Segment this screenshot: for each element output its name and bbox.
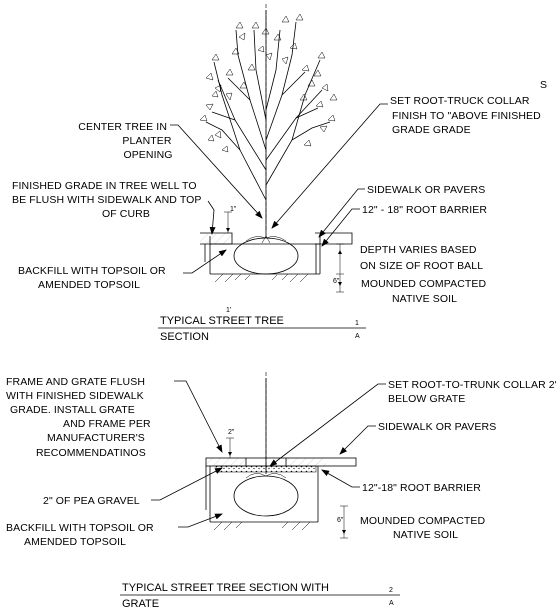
detail-ref-sheet-2: A xyxy=(389,600,394,607)
frame-label-5: MANUFACTURER'S xyxy=(47,432,145,444)
sidewalk2-label: SIDEWALK OR PAVERS xyxy=(378,421,496,433)
collar-label-3: GRADE GRADE xyxy=(392,124,471,136)
title-block-1: TYPICAL STREET TREE SECTION 1 A xyxy=(158,315,366,343)
detail-ref-number-1: 1 xyxy=(355,320,359,327)
finished-grade-label-2: BE FLUSH WITH SIDEWALK AND TOP xyxy=(12,194,202,206)
sidewalk-label: SIDEWALK OR PAVERS xyxy=(367,184,485,196)
detail-title-2-line-1: TYPICAL STREET TREE SECTION WITH xyxy=(122,582,329,594)
mounded2-label-1: MOUNDED COMPACTED xyxy=(360,515,485,527)
mounded2-label-2: NATIVE SOIL xyxy=(393,529,458,541)
pea-gravel-label: 2" OF PEA GRAVEL xyxy=(43,495,140,507)
detail-1: S CENTER TREE IN PLANTER OPENING SET ROO… xyxy=(12,4,547,343)
finished-grade-label-1: FINISHED GRADE IN TREE WELL TO xyxy=(12,180,197,192)
dim-under-1: 1' xyxy=(226,307,231,314)
tree-well-section-2 xyxy=(205,372,357,539)
frame-label-1: FRAME AND GRATE FLUSH xyxy=(6,376,145,388)
detail-ref-sheet-1: A xyxy=(355,333,360,340)
dim-top-1: 1" xyxy=(230,206,237,213)
detail-title-1-line-1: TYPICAL STREET TREE xyxy=(160,315,284,327)
labels-1: S CENTER TREE IN PLANTER OPENING SET ROO… xyxy=(12,79,547,314)
sheet-mark: S xyxy=(540,79,547,91)
tree-graphic xyxy=(199,4,338,238)
root-barrier-label: 12" - 18" ROOT BARRIER xyxy=(362,204,487,216)
dim-bottom-1: 6" xyxy=(333,278,340,285)
frame-label-4: AND FRAME PER xyxy=(63,418,151,430)
frame-label-6: RECOMMENDATINOS xyxy=(36,447,146,459)
center-tree-label-1: CENTER TREE IN xyxy=(78,121,167,133)
mounded-label-2: NATIVE SOIL xyxy=(392,293,457,305)
finished-grade-label-3: OF CURB xyxy=(102,208,150,220)
tree-leaves xyxy=(199,13,338,153)
backfill2-label-1: BACKFILL WITH TOPSOIL OR xyxy=(6,522,154,534)
backfill2-label-2: AMENDED TOPSOIL xyxy=(24,536,126,548)
backfill-label-2: AMENDED TOPSOIL xyxy=(38,279,140,291)
title-block-2: TYPICAL STREET TREE SECTION WITH GRATE 2… xyxy=(120,582,400,610)
leaders-2 xyxy=(151,380,386,528)
labels-2: FRAME AND GRATE FLUSH WITH FINISHED SIDE… xyxy=(6,376,556,548)
detail-title-2-line-2: GRATE xyxy=(122,598,159,610)
frame-label-2: WITH FINISHED SIDEWALK xyxy=(6,390,144,402)
dim-bottom-2: 6" xyxy=(337,517,344,524)
backfill-label-1: BACKFILL WITH TOPSOIL OR xyxy=(18,265,166,277)
collar2-label-2: BELOW GRATE xyxy=(388,393,465,405)
dim-top-2: 2" xyxy=(228,429,235,436)
detail-2: FRAME AND GRATE FLUSH WITH FINISHED SIDE… xyxy=(6,372,556,610)
collar2-label-1: SET ROOT-TO-TRUNK COLLAR 2" xyxy=(388,379,556,391)
center-tree-label-3: OPENING xyxy=(123,149,172,161)
tree-well-section-1 xyxy=(200,211,353,293)
depth-label-1: DEPTH VARIES BASED xyxy=(360,244,477,256)
detail-title-1-line-2: SECTION xyxy=(160,331,209,343)
frame-label-3: GRADE. INSTALL GRATE xyxy=(10,404,135,416)
collar-label-2: FINISH TO "ABOVE FINISHED xyxy=(392,110,541,122)
depth-label-2: ON SIZE OF ROOT BALL xyxy=(360,260,483,272)
center-tree-label-2: PLANTER xyxy=(122,135,171,147)
leaders-1 xyxy=(170,103,388,274)
root-barrier2-label: 12"-18" ROOT BARRIER xyxy=(362,482,481,494)
detail-ref-number-2: 2 xyxy=(389,587,393,594)
mounded-label-1: MOUNDED COMPACTED xyxy=(361,278,486,290)
collar-label-1: SET ROOT-TRUCK COLLAR xyxy=(390,95,530,107)
